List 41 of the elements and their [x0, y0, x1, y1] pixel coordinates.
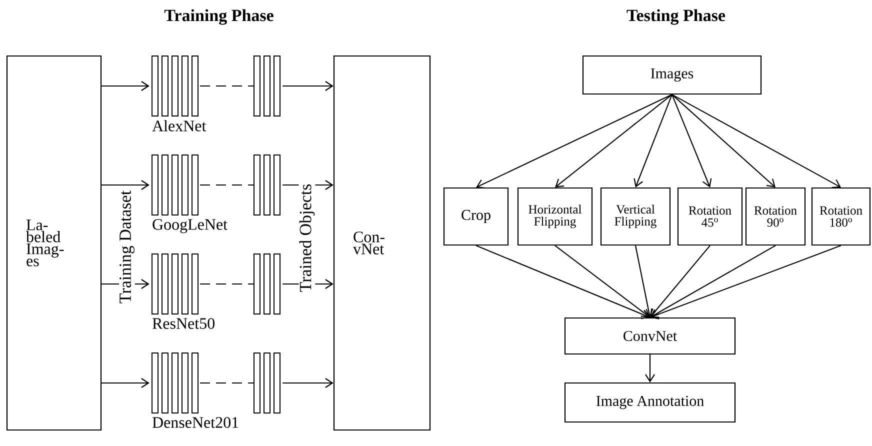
- arrow: [672, 94, 776, 188]
- arrow: [102, 180, 150, 190]
- network-drawing: DenseNet201: [152, 352, 280, 428]
- arrow: [282, 378, 334, 388]
- arrow: [554, 245, 650, 318]
- vertical-label: Training Dataset: [120, 190, 134, 304]
- process-box: Con- vNet: [333, 55, 431, 431]
- node-label: DenseNet201: [152, 417, 238, 428]
- arrow: [476, 94, 672, 189]
- process-box: Horizontal Flipping: [517, 187, 593, 246]
- process-box: Rotation 45$^{o}$: [677, 187, 743, 246]
- network-drawing: GoogLeNet: [152, 154, 280, 234]
- node-label: GoogLeNet: [152, 219, 228, 234]
- arrow: [672, 94, 712, 188]
- arrow: [672, 94, 841, 188]
- arrow: [102, 81, 150, 91]
- process-box: Rotation 90$^{o}$: [745, 187, 806, 246]
- network-drawing: ResNet50: [152, 254, 280, 329]
- process-box: Vertical Flipping: [600, 187, 671, 246]
- vertical-label: Trained Objects: [299, 184, 315, 292]
- arrow: [650, 245, 710, 318]
- arrow: [555, 94, 672, 188]
- arrow: [476, 245, 650, 320]
- arrow: [650, 245, 776, 318]
- node-label: AlexNet: [152, 120, 206, 132]
- section-heading: Testing Phase: [626, 9, 726, 25]
- node-label: ResNet50: [152, 318, 214, 329]
- process-box: ConvNet: [564, 317, 736, 355]
- network-drawing: AlexNet: [152, 56, 280, 132]
- arrow: [102, 378, 150, 388]
- section-heading: Training Phase: [164, 9, 274, 25]
- process-box: Crop: [443, 187, 509, 246]
- process-box: La- beled Imag- es: [6, 55, 102, 431]
- process-box: Rotation 180$^{o}$: [811, 187, 871, 246]
- arrow: [650, 245, 842, 320]
- process-box: Images: [582, 55, 762, 95]
- arrow: [634, 94, 673, 188]
- arrow: [282, 81, 334, 91]
- process-box: Image Annotation: [564, 382, 736, 423]
- arrow: [634, 245, 654, 318]
- arrow: [645, 354, 655, 382]
